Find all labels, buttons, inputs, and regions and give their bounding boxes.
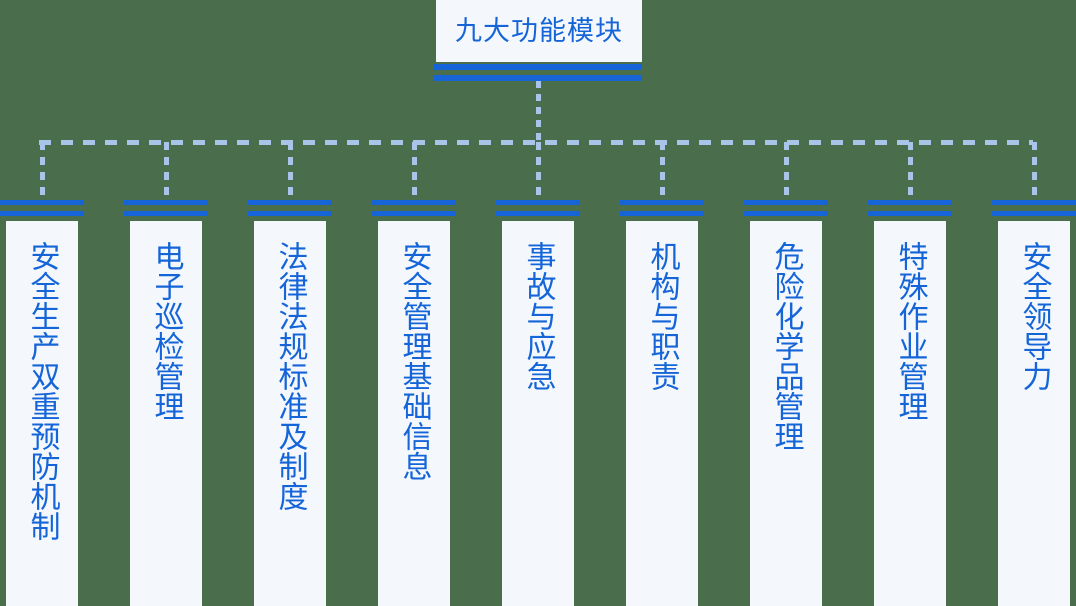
module-label: 电子巡检管理: [148, 241, 184, 421]
connector-drop-9: [1032, 142, 1037, 200]
module-card-8[interactable]: 特殊作业管理: [868, 200, 952, 606]
connector-drop-3: [288, 142, 293, 200]
module-accent-bar-lower: [992, 211, 1076, 216]
module-card-1[interactable]: 安全生产双重预防机制: [0, 200, 84, 606]
module-card-9[interactable]: 安全领导力: [992, 200, 1076, 606]
module-accent-bar-lower: [744, 211, 828, 216]
module-panel: 机构与职责: [626, 221, 698, 606]
connector-root-stem: [536, 81, 541, 142]
connector-drop-1: [40, 142, 45, 200]
module-label: 危险化学品管理: [768, 241, 804, 451]
module-label: 安全管理基础信息: [396, 241, 432, 481]
module-panel: 安全管理基础信息: [378, 221, 450, 606]
module-card-2[interactable]: 电子巡检管理: [124, 200, 208, 606]
module-accent-bar-upper: [992, 200, 1076, 205]
module-panel: 安全生产双重预防机制: [6, 221, 78, 606]
module-accent-bar-lower: [372, 211, 456, 216]
module-accent-bar-lower: [248, 211, 332, 216]
module-card-4[interactable]: 安全管理基础信息: [372, 200, 456, 606]
connector-drop-2: [164, 142, 169, 200]
module-panel: 电子巡检管理: [130, 221, 202, 606]
module-panel: 危险化学品管理: [750, 221, 822, 606]
module-accent-bar-upper: [124, 200, 208, 205]
module-accent-bar-upper: [868, 200, 952, 205]
root-node-accent-bar-lower: [434, 75, 642, 81]
module-panel: 安全领导力: [998, 221, 1070, 606]
module-accent-bar-upper: [372, 200, 456, 205]
module-accent-bar-upper: [496, 200, 580, 205]
connector-drop-8: [908, 142, 913, 200]
module-label: 安全领导力: [1016, 241, 1052, 391]
module-card-6[interactable]: 机构与职责: [620, 200, 704, 606]
module-accent-bar-lower: [0, 211, 84, 216]
connector-drop-6: [660, 142, 665, 200]
root-node[interactable]: 九大功能模块: [436, 0, 642, 62]
connector-drop-7: [784, 142, 789, 200]
module-accent-bar-lower: [868, 211, 952, 216]
module-label: 安全生产双重预防机制: [24, 241, 60, 541]
module-accent-bar-upper: [0, 200, 84, 205]
connector-drop-4: [412, 142, 417, 200]
module-card-7[interactable]: 危险化学品管理: [744, 200, 828, 606]
module-card-3[interactable]: 法律法规标准及制度: [248, 200, 332, 606]
module-accent-bar-upper: [744, 200, 828, 205]
module-accent-bar-lower: [620, 211, 704, 216]
root-node-accent-bar-upper: [434, 64, 642, 70]
module-panel: 事故与应急: [502, 221, 574, 606]
module-label: 事故与应急: [520, 241, 556, 391]
module-accent-bar-lower: [124, 211, 208, 216]
module-panel: 特殊作业管理: [874, 221, 946, 606]
module-accent-bar-lower: [496, 211, 580, 216]
module-accent-bar-upper: [248, 200, 332, 205]
module-accent-bar-upper: [620, 200, 704, 205]
module-card-5[interactable]: 事故与应急: [496, 200, 580, 606]
connector-drop-5: [536, 142, 541, 200]
module-panel: 法律法规标准及制度: [254, 221, 326, 606]
root-node-label: 九大功能模块: [455, 15, 623, 47]
module-label: 机构与职责: [644, 241, 680, 391]
module-label: 法律法规标准及制度: [272, 241, 308, 511]
module-label: 特殊作业管理: [892, 241, 928, 421]
